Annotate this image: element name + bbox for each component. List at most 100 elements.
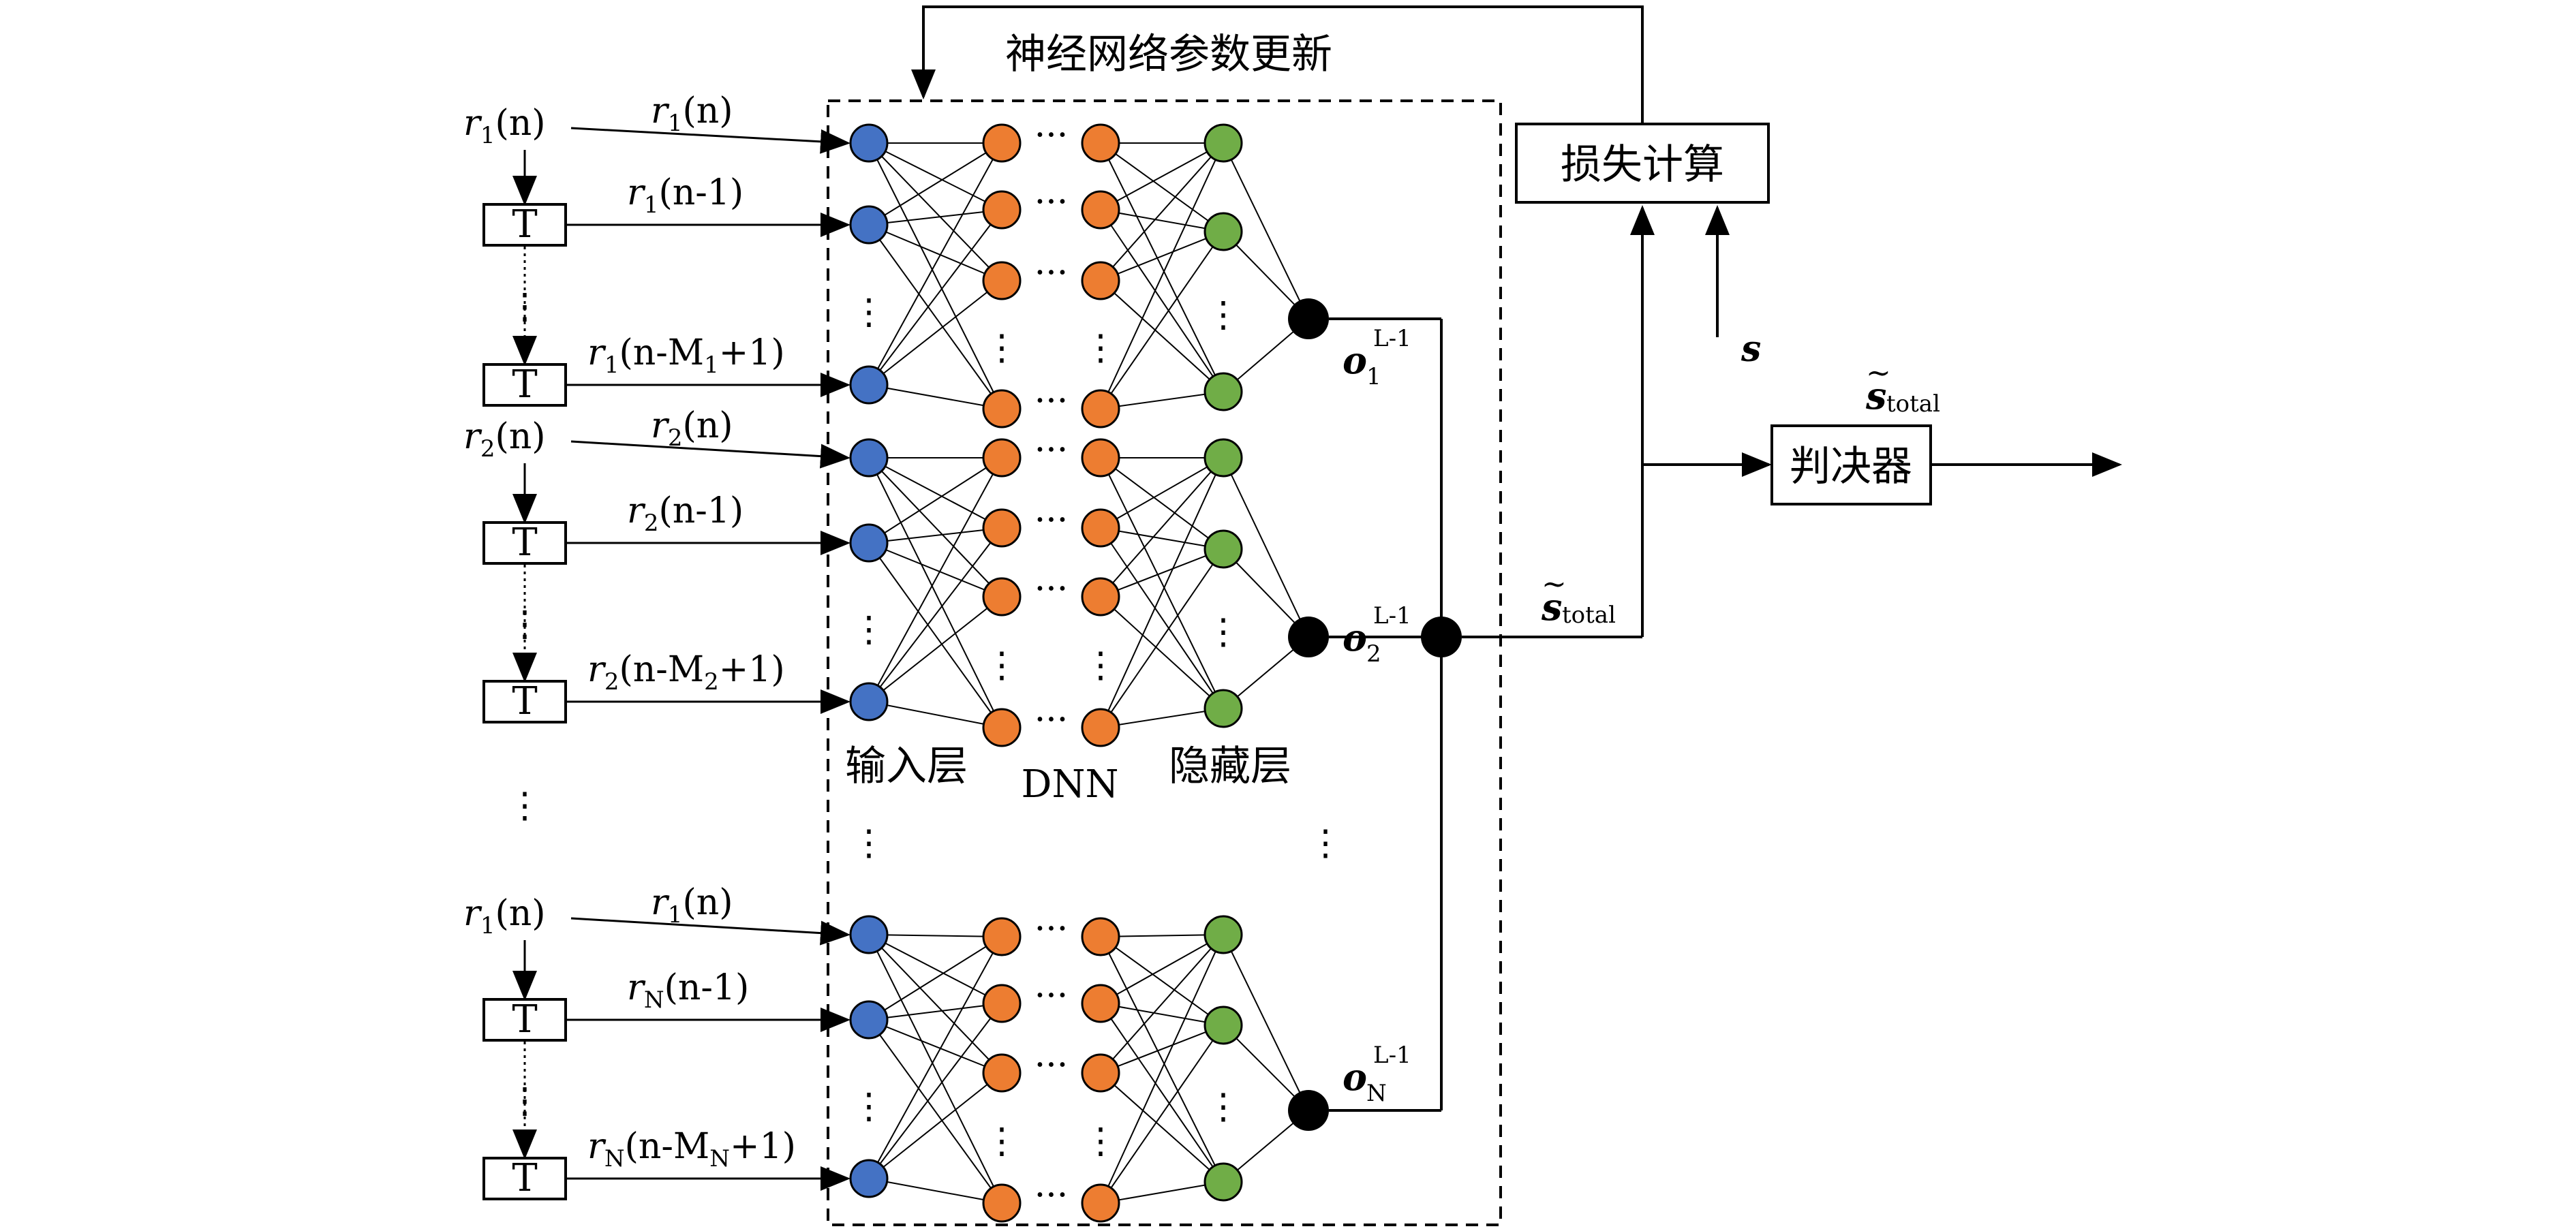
input-node xyxy=(849,682,889,721)
edge xyxy=(1100,1003,1224,1026)
dnn-node xyxy=(982,123,1022,163)
edge xyxy=(868,596,1002,702)
hidden-node xyxy=(1203,372,1243,411)
dnn-dashed-boundary xyxy=(827,99,1502,1226)
delay-box-label: T xyxy=(512,1156,537,1200)
edge xyxy=(868,527,1002,702)
edge xyxy=(1100,548,1224,728)
tap-line xyxy=(570,127,850,154)
dnn-hellipsis: ··· xyxy=(1034,430,1069,471)
dnn-node xyxy=(1081,123,1120,163)
edge xyxy=(868,142,1002,281)
edge xyxy=(1100,142,1224,281)
dnn-node xyxy=(1081,1183,1120,1223)
dnn-node xyxy=(1081,190,1120,230)
dnn-hellipsis: ··· xyxy=(1034,1045,1069,1086)
input-node xyxy=(849,1159,889,1198)
edge xyxy=(1100,457,1224,529)
dnn-node xyxy=(1081,1053,1120,1093)
edge xyxy=(1100,142,1224,409)
svg-text:total: total xyxy=(1886,390,1940,418)
source-label-3-text: r1(n) xyxy=(463,893,546,939)
edge xyxy=(1100,231,1224,409)
edge xyxy=(868,280,1002,386)
edge xyxy=(1100,1003,1224,1183)
edge xyxy=(868,142,1002,386)
edge xyxy=(868,1019,1002,1074)
delay-box xyxy=(482,1157,567,1200)
output-combiner xyxy=(1329,205,2122,1112)
svg-text:total: total xyxy=(1562,602,1616,629)
edge xyxy=(868,542,1002,597)
summing-node xyxy=(1421,617,1462,657)
edge xyxy=(868,542,1002,728)
edge xyxy=(868,224,1002,409)
edge xyxy=(868,457,1002,544)
tap-label-text: r1(n) xyxy=(651,882,733,929)
hidden-node xyxy=(1203,689,1243,728)
dnn-node xyxy=(982,577,1022,617)
edge xyxy=(1100,457,1224,728)
hidden-ellipsis: ⋮ xyxy=(1206,1087,1241,1127)
source-label-3: r1(n) xyxy=(463,893,546,939)
hidden-node xyxy=(1203,438,1243,478)
tap-label: r2(n-1) xyxy=(627,490,743,537)
dnn-node xyxy=(1081,917,1120,956)
output-label-1: o1L-1 xyxy=(1343,325,1411,390)
loss-calc-box xyxy=(1515,123,1770,204)
edge xyxy=(1223,457,1309,638)
svg-text:s: s xyxy=(1865,374,1886,418)
s-total-label-upper: s ~ total xyxy=(1865,356,1940,418)
tap-label-text: r1(n-1) xyxy=(627,172,743,219)
edge xyxy=(1100,457,1224,709)
hidden-node xyxy=(1203,212,1243,251)
source-label-2: r2(n) xyxy=(463,416,546,463)
edge xyxy=(868,457,1002,529)
edge xyxy=(1100,1025,1224,1074)
dnn-hellipsis: ··· xyxy=(1034,976,1069,1016)
tap-label-text: r1(n) xyxy=(651,91,733,137)
edge xyxy=(868,527,1002,544)
tap-label: r1(n) xyxy=(651,91,733,137)
dnn-node xyxy=(982,190,1022,230)
tap-label: r1(n-M1+1) xyxy=(587,332,785,379)
edge xyxy=(1100,280,1224,392)
dnn-hellipsis: ··· xyxy=(1034,115,1069,156)
decision-label: 判决器 xyxy=(1790,443,1912,490)
output-label-sup: L-1 xyxy=(1373,602,1411,629)
edge xyxy=(1100,231,1224,281)
edge xyxy=(1100,936,1224,1183)
group-2: r2(n)⋮TTr2(n)r2(n-1)r2(n-M2+1)⋮·········… xyxy=(463,405,1411,747)
delay-box xyxy=(482,363,567,407)
edge xyxy=(1100,527,1224,709)
edge xyxy=(868,142,1002,225)
delay-ellipsis: ⋮ xyxy=(507,1081,542,1122)
edge xyxy=(868,934,1002,1074)
dnn-ellipsis: ⋮ xyxy=(984,1121,1019,1162)
edge xyxy=(868,934,1002,1204)
group-ellipsis-left: ⋮ xyxy=(507,785,542,826)
edge xyxy=(868,1019,1002,1204)
svg-text:~: ~ xyxy=(1866,356,1891,390)
edge xyxy=(868,936,1002,1020)
delay-box xyxy=(482,521,567,565)
edge xyxy=(868,224,1002,281)
edge xyxy=(1100,936,1224,1026)
edge xyxy=(868,934,1002,1004)
edge xyxy=(1223,934,1309,1111)
edge xyxy=(868,1003,1002,1179)
edge xyxy=(1100,457,1224,550)
tap-label-text: r2(n-M2+1) xyxy=(587,649,785,696)
edge xyxy=(1100,209,1224,232)
dnn-node xyxy=(982,708,1022,747)
dnn-node xyxy=(982,917,1022,956)
svg-text:s: s xyxy=(1541,585,1562,629)
hidden-node xyxy=(1203,915,1243,954)
dnn-node xyxy=(1081,984,1120,1023)
group-ellipsis-input: ⋮ xyxy=(851,823,887,864)
tap-line xyxy=(570,917,850,946)
dnn-node xyxy=(982,389,1022,428)
output-label-sub: N xyxy=(1366,1080,1387,1107)
dnn-hellipsis: ··· xyxy=(1034,1175,1069,1216)
dnn-node xyxy=(1081,389,1120,428)
